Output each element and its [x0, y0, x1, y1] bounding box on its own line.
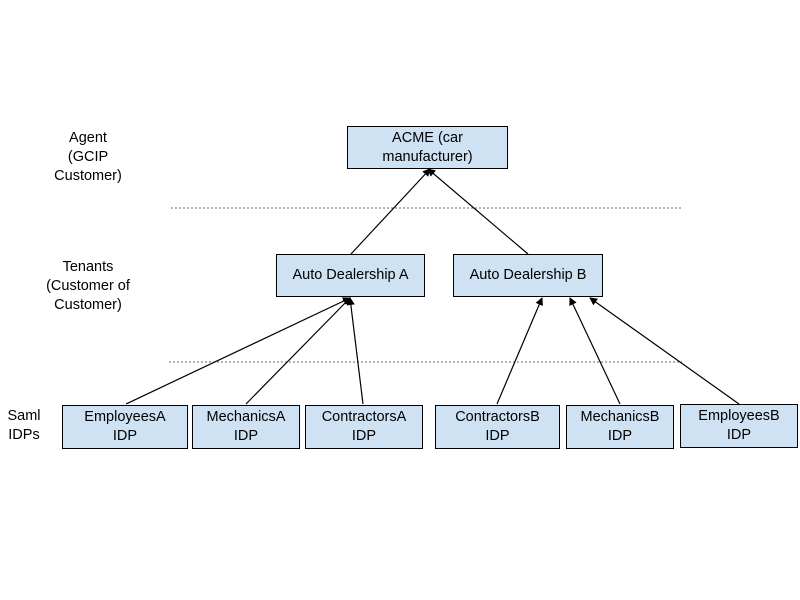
node-mechanics-b-line-2: IDP [607, 428, 633, 444]
arrow-contractors-a-to-dealer-a [346, 297, 364, 405]
node-employees-a-line-1: EmployeesA [84, 409, 166, 425]
node-acme-line-2: manufacturer) [382, 148, 473, 165]
arrow-mechanics-a-to-dealer-a [245, 297, 351, 405]
level-label-idps-line-2: IDPs [8, 427, 40, 443]
node-dealer-a-label: Auto Dealership A [292, 267, 409, 283]
level-label-tenants-line-3: Customer) [54, 297, 122, 313]
node-employees-a-line-2: IDP [112, 428, 138, 444]
node-contractors-a-line-2: IDP [351, 428, 377, 444]
arrow-mechanics-b-to-dealer-b [569, 297, 621, 405]
node-contractors-b-idp: ContractorsB IDP [435, 405, 560, 449]
node-contractors-a-idp: ContractorsA IDP [305, 405, 423, 449]
node-contractors-a-line-1: ContractorsA [321, 409, 407, 425]
node-mechanics-a-line-2: IDP [233, 428, 259, 444]
level-label-idps-line-1: Saml [7, 408, 41, 424]
arrow-employees-a-to-dealer-a [125, 297, 351, 405]
arrow-dealer-a-to-acme [350, 168, 431, 255]
node-acme-line-1: ACME (car [392, 129, 463, 146]
node-dealer-a: Auto Dealership A [276, 254, 425, 297]
node-employees-b-line-2: IDP [726, 427, 752, 443]
arrow-employees-b-to-dealer-b [589, 297, 740, 405]
level-label-tenants-line-1: Tenants [62, 259, 114, 275]
node-acme: ACME (car manufacturer) [347, 126, 508, 169]
node-employees-b-line-1: EmployeesB [698, 408, 780, 424]
level-label-tenants: Tenants (Customer of Customer) [36, 258, 140, 315]
level-label-agent: Agent (GCIP Customer) [48, 129, 128, 186]
node-contractors-b-line-2: IDP [485, 428, 510, 444]
arrow-contractors-b-to-dealer-b [496, 297, 543, 405]
level-label-tenants-line-2: (Customer of [46, 278, 130, 294]
node-contractors-b-line-1: ContractorsB [455, 409, 540, 425]
node-mechanics-b-idp: MechanicsB IDP [566, 405, 674, 449]
node-mechanics-a-idp: MechanicsA IDP [192, 405, 300, 449]
level-label-agent-line-2: (GCIP [67, 149, 109, 165]
node-dealer-b: Auto Dealership B [453, 254, 603, 297]
level-label-agent-line-3: Customer) [54, 168, 122, 184]
node-employees-b-idp: EmployeesB IDP [680, 404, 798, 448]
node-dealer-b-label: Auto Dealership B [469, 267, 587, 283]
node-mechanics-a-line-1: MechanicsA [206, 409, 286, 425]
level-label-agent-line-1: Agent [69, 130, 107, 146]
node-mechanics-b-line-1: MechanicsB [580, 409, 660, 425]
node-employees-a-idp: EmployeesA IDP [62, 405, 188, 449]
arrow-dealer-b-to-acme [427, 168, 529, 255]
level-label-idps: Saml IDPs [2, 407, 46, 445]
